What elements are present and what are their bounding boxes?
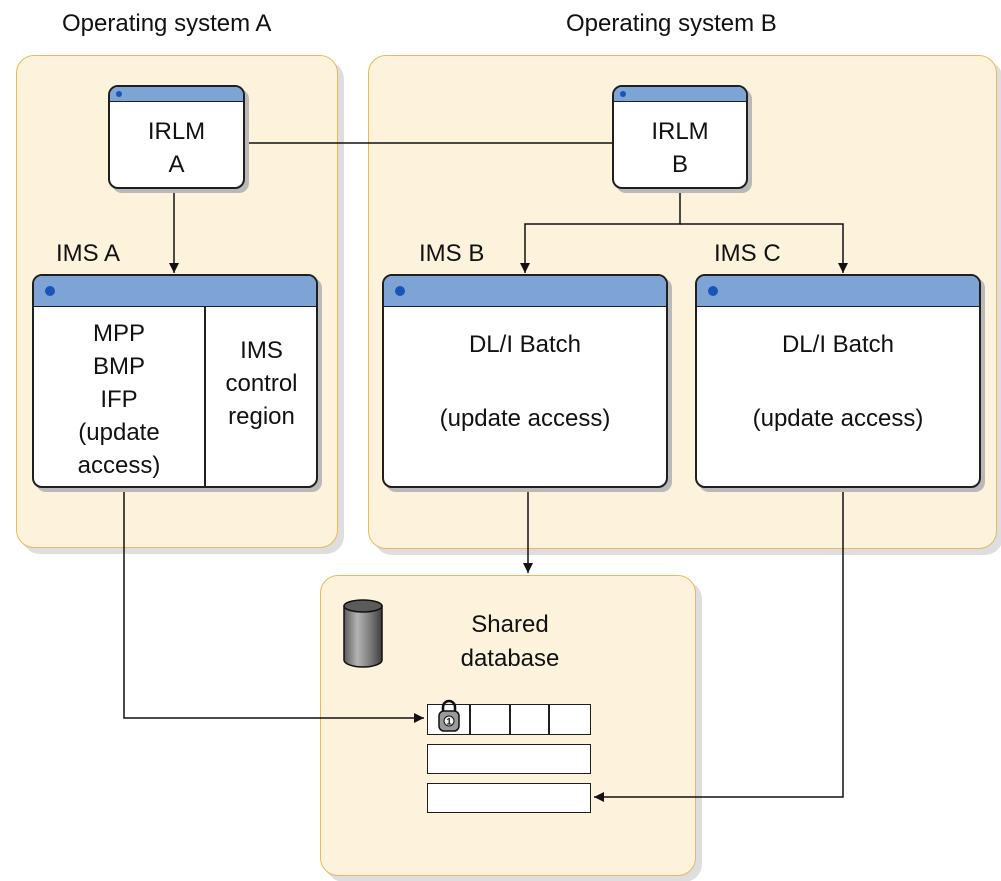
padlock-icon: 1 <box>438 699 460 732</box>
update-text: (update <box>78 419 160 446</box>
ims-c-label: IMS C <box>714 240 781 267</box>
shared-database-label: Shared database <box>438 608 582 676</box>
window-dot-icon <box>45 286 55 296</box>
window-dot-icon <box>708 286 718 296</box>
ims-a-label: IMS A <box>56 240 121 267</box>
ims-a-box: MPP BMP IFP (update access) IMS control … <box>32 274 318 488</box>
ims-b-label: IMS B <box>419 240 485 267</box>
window-dot-icon <box>116 91 122 97</box>
control-text: control <box>225 370 298 397</box>
irlm-b-to-ims-c-arrow <box>680 223 848 273</box>
ims-a-db-access-arrow <box>119 466 424 723</box>
irlm-a-box: IRLM A <box>108 85 245 189</box>
access-text: access) <box>77 452 161 479</box>
lock-number: 1 <box>446 717 451 727</box>
ims-c-db-access-arrow <box>594 481 848 802</box>
irlm-b-box: IRLM B <box>612 85 748 189</box>
irlm-b-title: IRLM <box>651 118 709 145</box>
region-divider <box>204 306 206 486</box>
bmp-text: BMP <box>92 353 145 380</box>
record-row <box>427 744 591 774</box>
database-cylinder-icon <box>343 599 383 668</box>
irlm-b-to-ims-b-arrow <box>520 189 681 273</box>
irlm-a-id: A <box>168 151 185 178</box>
irlm-a-title: IRLM <box>147 118 206 145</box>
os-b-label: Operating system B <box>566 10 777 37</box>
ims-c-batch-text: DL/I Batch <box>781 331 895 358</box>
ims-b-batch-text: DL/I Batch <box>468 331 582 358</box>
shared-text: Shared <box>471 611 549 638</box>
region-text: region <box>228 403 295 430</box>
locked-record-row: 1 <box>427 699 591 735</box>
ims-c-access-text: (update access) <box>752 405 924 432</box>
ifp-text: IFP <box>100 386 138 413</box>
window-dot-icon <box>620 91 626 97</box>
os-a-label: Operating system A <box>62 10 272 37</box>
database-text: database <box>460 645 560 672</box>
mpp-text: MPP <box>92 320 145 347</box>
window-dot-icon <box>395 286 405 296</box>
ims-b-box: DL/I Batch (update access) <box>382 274 668 488</box>
ims-c-box: DL/I Batch (update access) <box>695 274 981 488</box>
control-ims-text: IMS <box>240 337 283 364</box>
ims-b-access-text: (update access) <box>439 405 611 432</box>
record-row <box>427 783 591 813</box>
irlm-b-id: B <box>671 151 688 178</box>
